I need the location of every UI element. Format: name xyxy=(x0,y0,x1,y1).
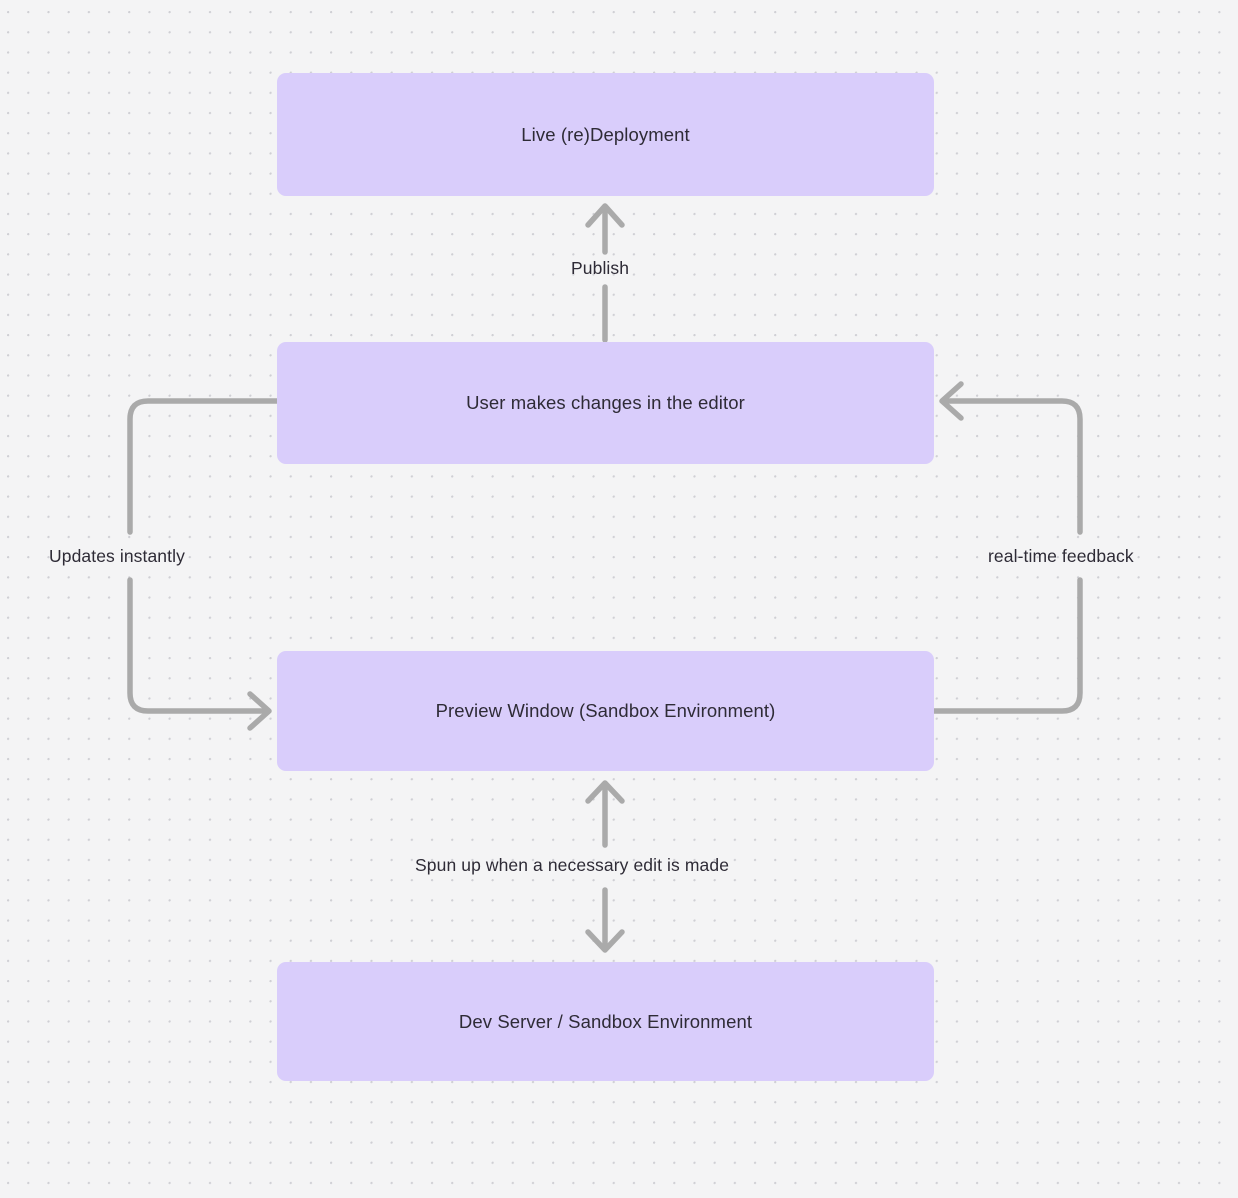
node-user-changes-label: User makes changes in the editor xyxy=(466,392,745,414)
edge-updates-instantly-line-lower xyxy=(127,577,267,714)
node-dev-server-label: Dev Server / Sandbox Environment xyxy=(458,1010,753,1032)
node-live-deployment[interactable]: Live (re)Deployment xyxy=(277,73,934,196)
edge-label-publish: Publish xyxy=(571,258,630,278)
edge-real-time-feedback-arrowhead-icon xyxy=(939,381,964,421)
edge-spun-up-arrowhead-up-icon xyxy=(585,780,625,804)
node-preview-window[interactable]: Preview Window (Sandbox Environment) xyxy=(277,651,934,771)
node-dev-server[interactable]: Dev Server / Sandbox Environment xyxy=(277,962,934,1081)
edge-real-time-feedback-line-upper xyxy=(944,398,1083,535)
edge-label-spun-up: Spun up when a necessary edit is made xyxy=(415,855,730,875)
edge-label-real-time-feedback: real-time feedback xyxy=(988,546,1134,566)
edge-spun-up-arrowhead-down-icon xyxy=(585,929,625,953)
node-live-deployment-label: Live (re)Deployment xyxy=(521,123,690,145)
edge-label-updates-instantly: Updates instantly xyxy=(49,546,185,566)
edge-publish-arrowhead-icon xyxy=(585,203,625,228)
node-user-changes[interactable]: User makes changes in the editor xyxy=(277,342,934,464)
node-preview-window-label: Preview Window (Sandbox Environment) xyxy=(435,700,776,722)
edge-real-time-feedback-line-lower xyxy=(931,577,1083,714)
edge-updates-instantly-line-upper xyxy=(127,398,280,535)
edge-updates-instantly-arrowhead-icon xyxy=(247,691,272,731)
